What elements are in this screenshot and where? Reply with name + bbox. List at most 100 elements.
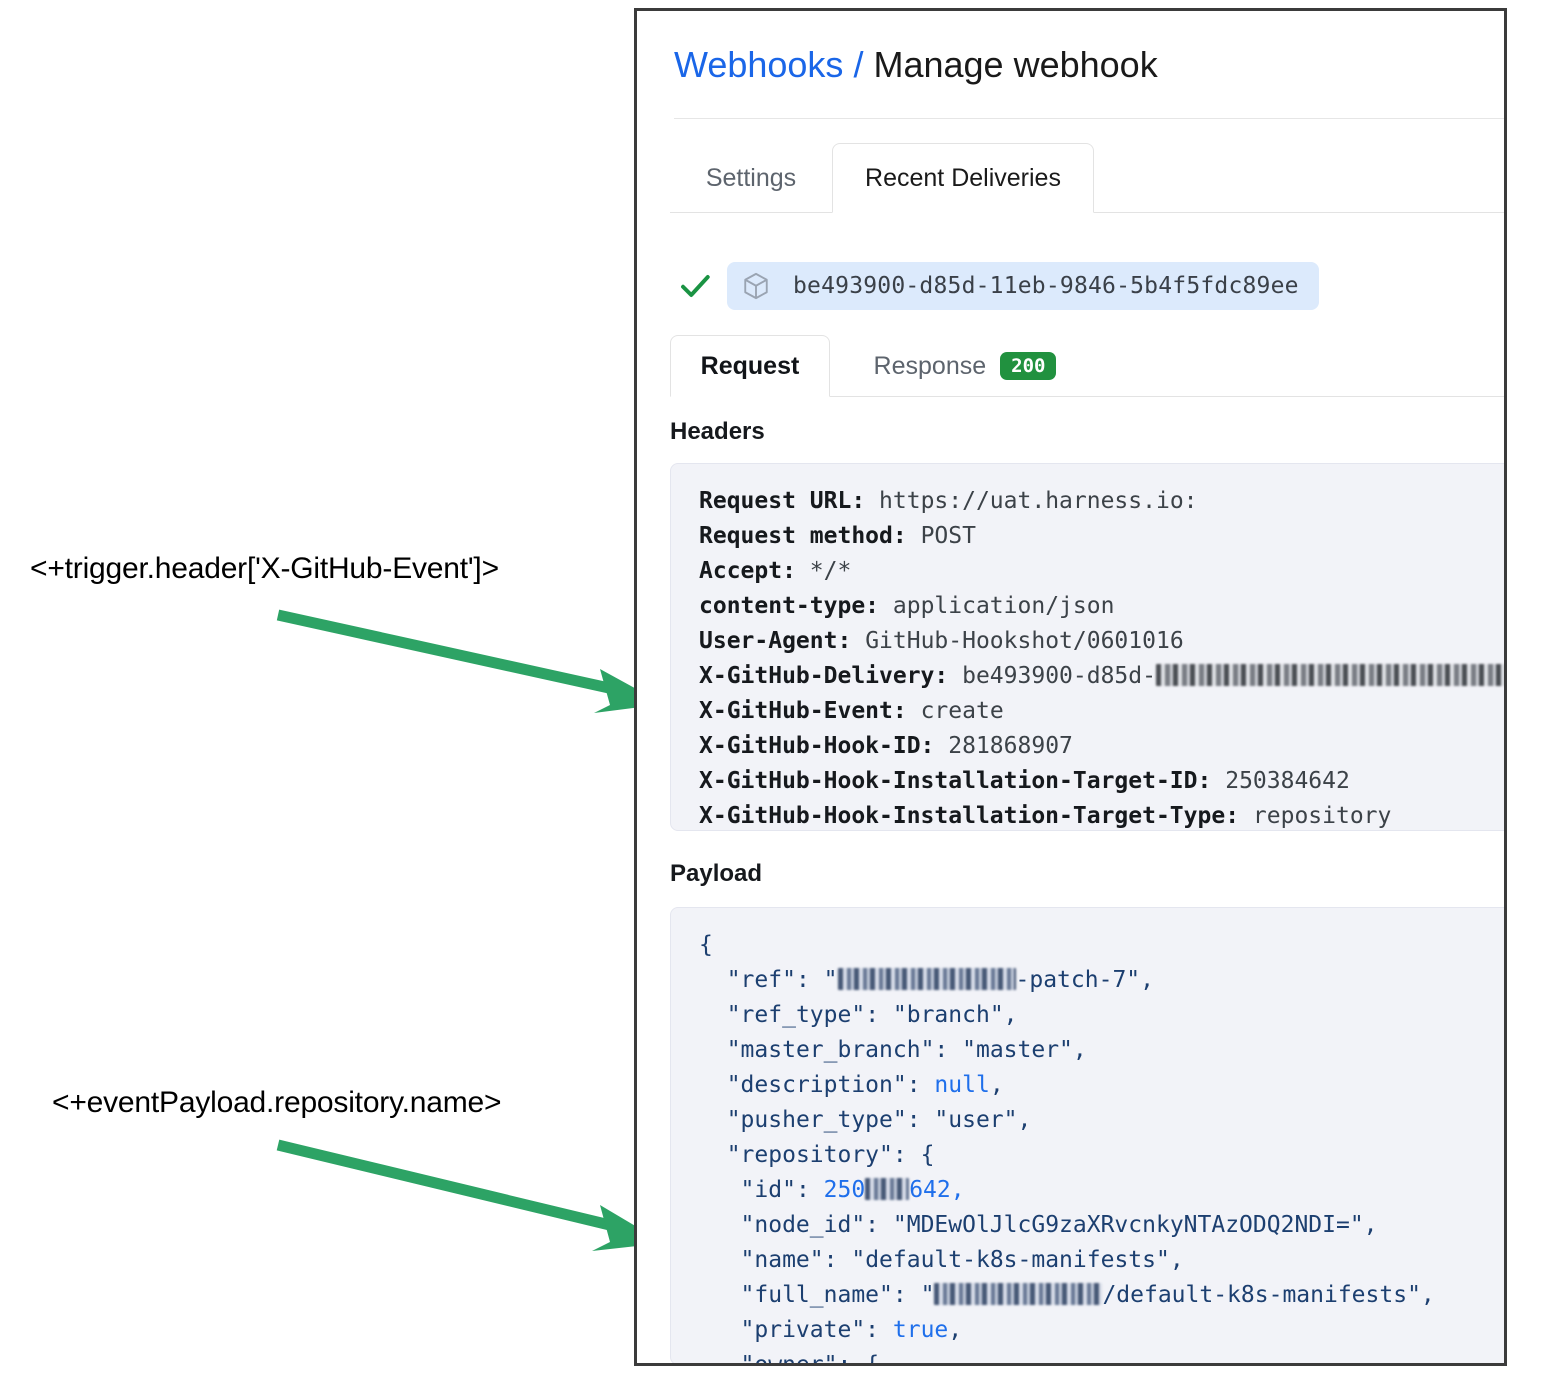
annotation-arrow-trigger-header	[276, 609, 664, 713]
redacted-delivery-id	[1155, 664, 1504, 686]
payload-line: "ref_type": "branch",	[726, 1002, 1018, 1028]
json-key: "full_name"	[740, 1282, 893, 1308]
title-divider	[674, 118, 1504, 119]
header-line: content-type: application/json	[699, 589, 1504, 624]
payload-line: "private": true,	[740, 1317, 963, 1343]
primary-tab-strip: Settings Recent Deliveries	[670, 143, 1504, 213]
webhook-panel: Webhooks / Manage webhook Settings Recen…	[634, 8, 1507, 1366]
payload-line: "master_branch": "master",	[726, 1037, 1087, 1063]
json-literal: true	[892, 1317, 949, 1343]
header-key: content-type:	[699, 593, 880, 619]
json-key: "ref"	[726, 967, 796, 993]
payload-line: "node_id": "MDEwOlJlcG9zaXRvcnkyNTAzODQ2…	[740, 1212, 1378, 1238]
payload-line: "pusher_type": "user",	[726, 1107, 1032, 1133]
breadcrumb-link-webhooks[interactable]: Webhooks	[674, 44, 844, 85]
tab-settings-label: Settings	[705, 163, 797, 192]
header-key: Accept:	[699, 558, 796, 584]
header-line: Request URL: https://uat.harness.io:	[699, 484, 1504, 519]
header-line: X-GitHub-Hook-Installation-Target-Type: …	[699, 799, 1504, 830]
json-key: "owner"	[741, 1352, 838, 1363]
json-number-prefix: 250	[823, 1177, 866, 1203]
annotation-label-trigger-header: <+trigger.header['X-GitHub-Event']>	[30, 552, 499, 585]
redacted-repo-id	[865, 1178, 910, 1200]
json-key: "id"	[740, 1177, 796, 1203]
annotation-label-event-payload: <+eventPayload.repository.name>	[52, 1086, 502, 1119]
headers-code-box: Request URL: https://uat.harness.io: Req…	[670, 463, 1504, 831]
json-comma: ,	[948, 1317, 963, 1343]
json-string-rest: -patch-7",	[1015, 967, 1154, 993]
status-badge: 200	[1000, 352, 1057, 380]
payload-line: "ref": "-patch-7",	[726, 967, 1154, 993]
header-value: */*	[809, 558, 852, 584]
json-key: "private"	[740, 1317, 866, 1343]
payload-line: {	[699, 928, 1504, 963]
header-value: https://uat.harness.io:	[879, 488, 1198, 514]
tab-response-label: Response	[873, 351, 987, 380]
json-brace: {	[865, 1352, 879, 1363]
header-value: repository	[1252, 803, 1392, 829]
json-number-suffix: 642,	[909, 1177, 965, 1203]
header-value: 250384642	[1225, 768, 1350, 794]
breadcrumb-separator: /	[853, 44, 864, 85]
payload-line: "name": "default-k8s-manifests",	[740, 1247, 1184, 1273]
payload-code-box: { "ref": "-patch-7", "ref_type": "branch…	[670, 907, 1504, 1363]
header-line: X-GitHub-Event: create	[699, 694, 1504, 729]
header-line: User-Agent: GitHub-Hookshot/0601016	[699, 624, 1504, 659]
header-line: Accept: */*	[699, 554, 1504, 589]
payload-line: "full_name": "/default-k8s-manifests",	[740, 1282, 1435, 1308]
json-value: "user",	[934, 1107, 1032, 1133]
payload-line: "owner": {	[699, 1348, 1504, 1363]
secondary-tab-strip: Request Response 200	[670, 335, 1504, 397]
json-key: "description"	[726, 1072, 907, 1098]
header-value: GitHub-Hookshot/0601016	[865, 628, 1184, 654]
redacted-ref-user	[837, 968, 1016, 990]
header-key: X-GitHub-Hook-Installation-Target-Type:	[699, 803, 1240, 829]
json-value: "MDEwOlJlcG9zaXRvcnkyNTAzODQ2NDI=",	[892, 1212, 1378, 1238]
header-key: X-GitHub-Hook-Installation-Target-ID:	[699, 768, 1212, 794]
tab-request[interactable]: Request	[670, 335, 830, 397]
header-value: create	[920, 698, 1004, 724]
json-key: "ref_type"	[726, 1002, 866, 1028]
json-brace: {	[920, 1142, 935, 1168]
breadcrumb: Webhooks / Manage webhook	[674, 43, 1158, 86]
json-comma: ,	[989, 1072, 1004, 1098]
delivery-row[interactable]: be493900-d85d-11eb-9846-5b4f5fdc89ee	[677, 259, 1319, 313]
json-brace: {	[699, 932, 713, 958]
json-key: "pusher_type"	[726, 1107, 907, 1133]
tab-recent-deliveries[interactable]: Recent Deliveries	[832, 143, 1094, 213]
header-key: X-GitHub-Delivery:	[699, 663, 949, 689]
json-value: "master",	[962, 1037, 1087, 1063]
cube-icon	[744, 272, 768, 300]
payload-line: "description": null,	[726, 1072, 1004, 1098]
header-key: X-GitHub-Hook-ID:	[699, 733, 935, 759]
header-value: 281868907	[948, 733, 1073, 759]
redacted-owner-login	[934, 1283, 1103, 1305]
json-string-open: "	[920, 1282, 935, 1308]
tab-recent-deliveries-label: Recent Deliveries	[865, 163, 1061, 192]
header-value: be493900-d85d-	[962, 663, 1156, 689]
json-key: "node_id"	[740, 1212, 866, 1238]
payload-line: "repository": {	[726, 1142, 935, 1168]
header-line: Request method: POST	[699, 519, 1504, 554]
page-title: Manage webhook	[873, 44, 1158, 85]
tab-response[interactable]: Response 200	[830, 335, 1100, 397]
secondary-tab-underline	[670, 396, 1504, 397]
json-key: "master_branch"	[726, 1037, 935, 1063]
json-key: "name"	[740, 1247, 824, 1273]
json-value: "branch",	[892, 1002, 1018, 1028]
annotation-arrow-event-payload	[276, 1139, 664, 1251]
checkmark-icon	[681, 275, 710, 297]
tab-settings[interactable]: Settings	[670, 143, 832, 213]
header-key: Request URL:	[699, 488, 866, 514]
header-value: application/json	[892, 593, 1115, 619]
json-string-open: "	[823, 967, 838, 993]
delivery-id-text: be493900-d85d-11eb-9846-5b4f5fdc89ee	[793, 273, 1299, 299]
header-key: X-GitHub-Event:	[699, 698, 907, 724]
payload-heading: Payload	[670, 860, 763, 887]
header-key: Request method:	[699, 523, 907, 549]
headers-heading: Headers	[670, 418, 765, 445]
delivery-id-chip[interactable]: be493900-d85d-11eb-9846-5b4f5fdc89ee	[727, 262, 1319, 310]
json-key: "repository"	[726, 1142, 893, 1168]
json-literal: null	[934, 1072, 990, 1098]
